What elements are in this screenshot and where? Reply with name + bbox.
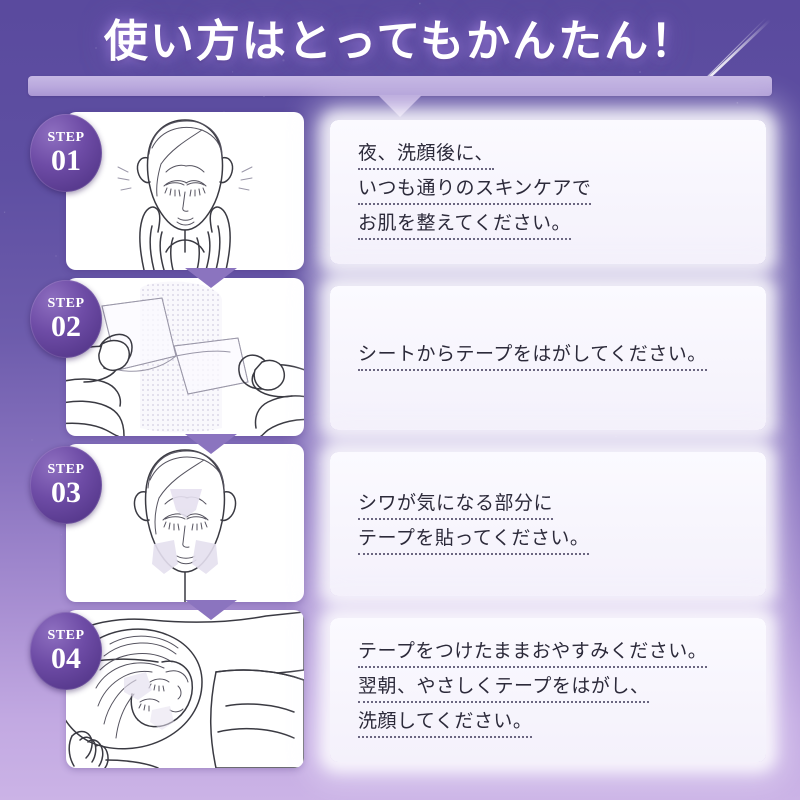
step-row-03: STEP 03 シワが気になる部分に テープを貼ってください。 (0, 444, 800, 620)
step-badge-word-04: STEP (47, 627, 85, 643)
step-badge-01: STEP 01 (30, 114, 102, 192)
step-text-line: テープを貼ってください。 (358, 529, 590, 555)
step-row-04: STEP 04 テープをつけたままおやすみください。 翌朝、やさしくテープをはが… (0, 610, 800, 772)
step-badge-word-01: STEP (47, 129, 85, 145)
step-connector-arrow-01 (185, 268, 237, 288)
woman-face-with-tape-applied-illustration (133, 449, 237, 602)
step-badge-03: STEP 03 (30, 446, 102, 524)
page-title: 使い方はとってもかんたん！ (0, 17, 800, 66)
step-badge-word-03: STEP (47, 461, 85, 477)
step-illustration-card-03 (66, 444, 304, 602)
step-text-line: シートからテープをはがしてください。 (358, 345, 707, 371)
hands-peeling-tape-from-sheet-illustration (66, 281, 304, 436)
step-illustration-card-04 (66, 610, 304, 768)
step-text-line: シワが気になる部分に (358, 494, 554, 520)
step-badge-number-03: 03 (51, 475, 81, 509)
title-divider-arrow-icon (378, 95, 422, 117)
step-illustration-card-01 (66, 112, 304, 270)
title-divider-bar (28, 76, 772, 96)
step-text-line: 夜、洗顔後に、 (358, 144, 494, 170)
step-badge-number-01: 01 (51, 143, 81, 177)
step-badge-04: STEP 04 (30, 612, 102, 690)
step-text-line: 洗顔してください。 (358, 712, 533, 738)
page-title-text: 使い方はとってもかんたん！ (103, 17, 697, 66)
step-text-line: 翌朝、やさしくテープをはがし、 (358, 677, 650, 703)
step-text-line: いつも通りのスキンケアで (358, 179, 592, 205)
woman-face-skincare-hands-illustration (117, 119, 253, 270)
step-badge-number-04: 04 (51, 641, 81, 675)
step-text-line: お肌を整えてください。 (358, 214, 571, 240)
step-text-panel-01: 夜、洗顔後に、 いつも通りのスキンケアで お肌を整えてください。 (330, 120, 766, 264)
step-badge-word-02: STEP (47, 295, 85, 311)
step-text-line: テープをつけたままおやすみください。 (358, 642, 708, 668)
step-text-panel-02: シートからテープをはがしてください。 (330, 286, 766, 430)
step-text-panel-03: シワが気になる部分に テープを貼ってください。 (330, 452, 766, 596)
step-row-01: STEP 01 夜、洗顔後に、 いつも通りのスキンケアで お肌を整えてください。 (0, 112, 800, 288)
step-connector-arrow-03 (185, 600, 237, 620)
step-illustration-card-02 (66, 278, 304, 436)
step-badge-number-02: 02 (51, 309, 81, 343)
step-text-panel-04: テープをつけたままおやすみください。 翌朝、やさしくテープをはがし、 洗顔してく… (330, 618, 766, 762)
step-row-02: STEP 02 シートからテープをはがしてください。 (0, 278, 800, 454)
woman-sleeping-on-pillow-illustration (66, 611, 304, 768)
steps-list: STEP 01 夜、洗顔後に、 いつも通りのスキンケアで お肌を整えてください。 (0, 112, 800, 772)
step-connector-arrow-02 (185, 434, 237, 454)
step-badge-02: STEP 02 (30, 280, 102, 358)
